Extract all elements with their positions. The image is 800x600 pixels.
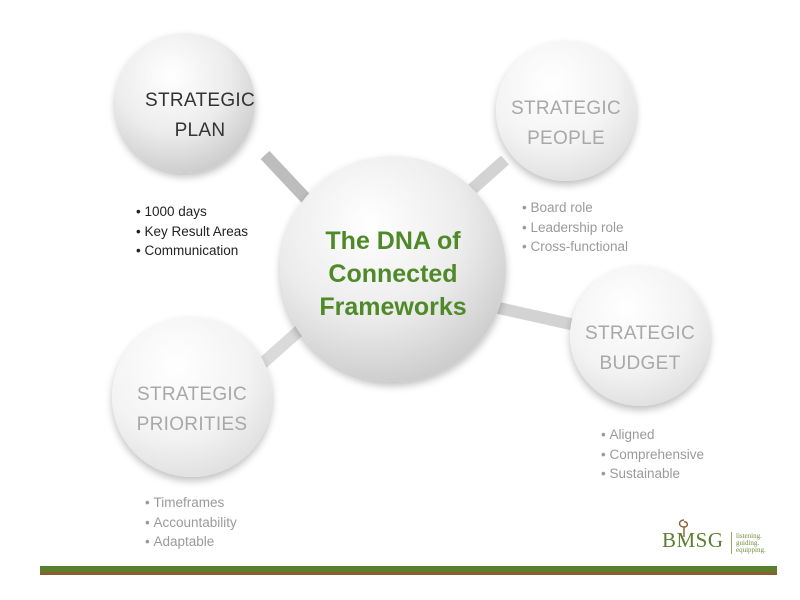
node-budget-label: STRATEGIC BUDGET bbox=[565, 319, 715, 379]
node-priorities-bullets: Timeframes Accountability Adaptable bbox=[145, 493, 237, 552]
footer-bar bbox=[40, 566, 777, 576]
node-people-line-1: STRATEGIC bbox=[510, 98, 622, 119]
node-plan-line-2: PLAN bbox=[174, 120, 226, 141]
bullet-item: Comprehensive bbox=[601, 445, 704, 465]
bullet-item: Communication bbox=[136, 241, 248, 261]
bullet-item: Adaptable bbox=[145, 532, 237, 552]
node-priorities-circle bbox=[112, 317, 272, 477]
footer-bar-green bbox=[40, 566, 777, 572]
logo-tagline: listening. guiding. equipping. bbox=[736, 533, 766, 554]
center-title-line-2: Connected bbox=[328, 260, 458, 288]
bullet-item: Board role bbox=[522, 198, 628, 218]
bullet-item: Key Result Areas bbox=[136, 222, 248, 242]
center-title-line-3: Frameworks bbox=[319, 293, 467, 321]
node-priorities-line-2: PRIORITIES bbox=[136, 414, 248, 435]
node-plan-circle bbox=[115, 33, 255, 173]
bullet-item: Leadership role bbox=[522, 218, 628, 238]
node-budget-line-1: STRATEGIC bbox=[584, 323, 696, 344]
bullet-item: Timeframes bbox=[145, 493, 237, 513]
node-plan-line-1: STRATEGIC bbox=[144, 90, 256, 111]
node-budget-line-2: BUDGET bbox=[599, 353, 681, 374]
bullet-item: Accountability bbox=[145, 513, 236, 533]
logo-tagline-line: guiding. bbox=[736, 539, 760, 547]
bullet-item: Sustainable bbox=[601, 464, 704, 484]
center-title-line-1: The DNA of bbox=[325, 227, 461, 255]
bullet-item: Aligned bbox=[601, 425, 704, 445]
bullet-item: 1000 days bbox=[136, 202, 248, 222]
bullet-item: Cross-functional bbox=[522, 237, 628, 257]
center-circle bbox=[280, 156, 506, 382]
node-people-bullets: Board role Leadership role Cross-functio… bbox=[522, 198, 628, 257]
node-priorities-line-1: STRATEGIC bbox=[136, 384, 248, 405]
node-plan-label: STRATEGIC PLAN bbox=[125, 86, 275, 146]
node-people-label: STRATEGIC PEOPLE bbox=[491, 94, 641, 154]
center-title: The DNA of Connected Frameworks bbox=[293, 225, 493, 324]
node-plan-bullets: 1000 days Key Result Areas Communication bbox=[136, 202, 248, 261]
connector-budget bbox=[483, 299, 577, 331]
logo-wordmark: BMSG bbox=[662, 528, 724, 552]
footer-bar-brown bbox=[40, 572, 777, 575]
node-people-line-2: PEOPLE bbox=[527, 128, 605, 149]
connector-plan bbox=[260, 150, 317, 210]
node-budget-circle bbox=[570, 266, 710, 406]
node-priorities-label: STRATEGIC PRIORITIES bbox=[107, 380, 277, 440]
bmsg-logo: BMSG listening. guiding. equipping. bbox=[662, 518, 782, 558]
logo-divider bbox=[731, 532, 732, 554]
node-budget-bullets: Aligned Comprehensive Sustainable bbox=[601, 425, 704, 484]
logo-tagline-line: equipping. bbox=[736, 546, 766, 554]
logo-tagline-line: listening. bbox=[736, 532, 762, 540]
logo-swirl-icon bbox=[678, 519, 689, 537]
node-people-circle bbox=[496, 41, 636, 181]
